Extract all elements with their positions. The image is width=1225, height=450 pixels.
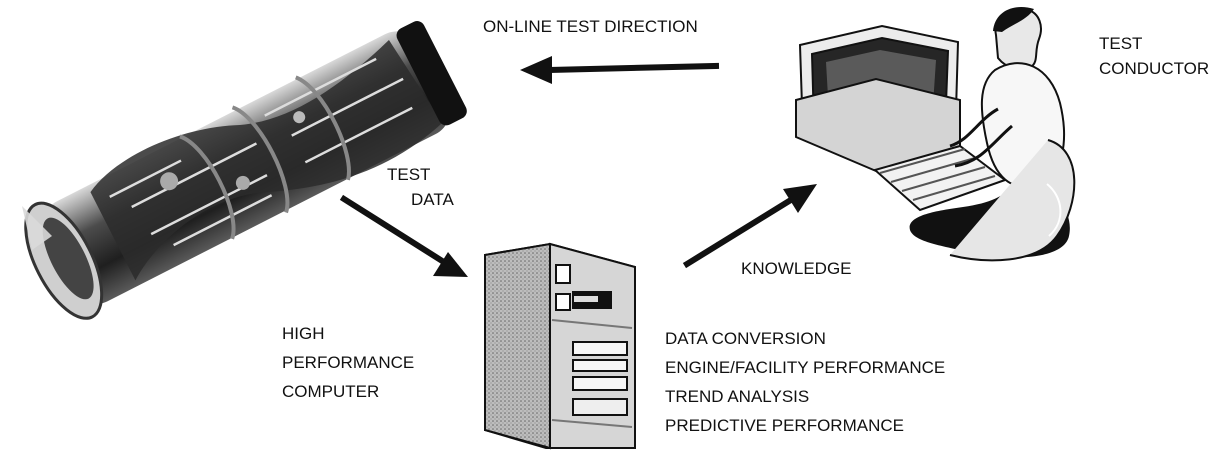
test-conductor-label: TEST CONDUCTOR [1099,31,1209,81]
high-performance-computer-line-2: PERFORMANCE [282,353,415,372]
computer-function-trend-analysis: TREND ANALYSIS [665,387,810,406]
test-data-line-1: TEST [387,165,431,184]
high-performance-computer-line-1: HIGH [282,324,325,343]
test-data-line-2: DATA [411,190,454,209]
test-data-arrow [339,194,468,277]
knowledge-arrow [682,184,817,269]
test-conductor-line-1: TEST [1099,34,1143,53]
tower-computer-icon [484,242,636,450]
test-conductor-line-2: CONDUCTOR [1099,59,1210,78]
jet-engine-icon [22,21,467,320]
high-performance-computer-line-3: COMPUTER [282,382,380,401]
computer-function-data-conversion: DATA CONVERSION [665,329,826,348]
test-data-label: TEST DATA [387,162,454,212]
computer-function-engine-facility-performance: ENGINE/FACILITY PERFORMANCE [665,358,946,377]
test-conductor-icon [795,7,1076,262]
online-test-direction-arrow [520,56,720,84]
computer-functions-list: DATA CONVERSION ENGINE/FACILITY PERFORMA… [665,324,945,440]
computer-function-predictive-performance: PREDICTIVE PERFORMANCE [665,416,904,435]
online-test-direction-label: ON-LINE TEST DIRECTION [483,17,698,36]
knowledge-label: KNOWLEDGE [741,259,852,278]
high-performance-computer-label: HIGH PERFORMANCE COMPUTER [282,319,414,406]
